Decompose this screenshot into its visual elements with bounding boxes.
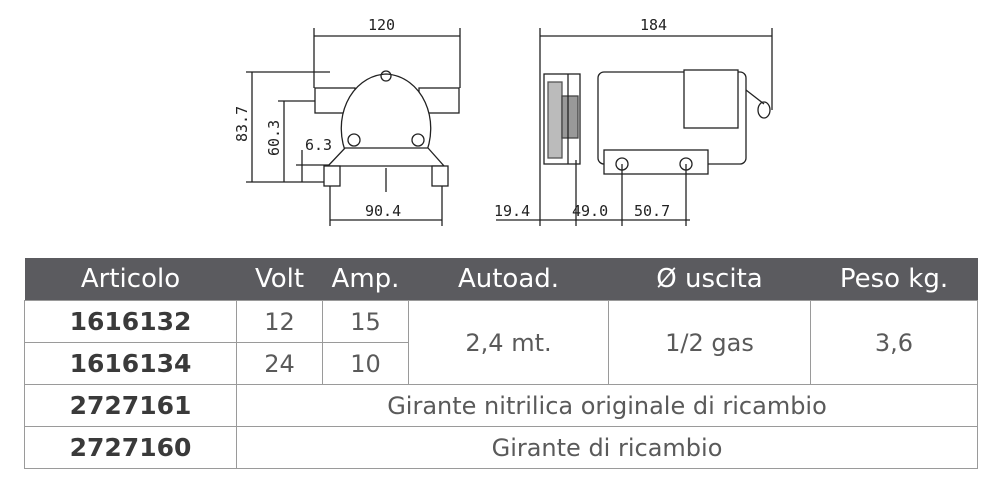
header-articolo: Articolo xyxy=(24,258,237,301)
table-row: 1616132 12 15 2,4 mt. 1/2 gas 3,6 xyxy=(24,300,978,385)
dim-mid-label: 60.3 xyxy=(265,120,283,156)
technical-drawing: 120 83.7 60.3 6.3 90.4 184 19.4 49.0 50.… xyxy=(0,0,1000,245)
article-code: 2727160 xyxy=(24,426,237,469)
peso-cell: 3,6 xyxy=(810,300,978,385)
volt-cell: 12 xyxy=(236,300,323,343)
header-peso: Peso kg. xyxy=(810,258,978,301)
front-view xyxy=(246,28,461,226)
table-row: 2727160 Girante di ricambio xyxy=(24,426,978,469)
header-amp: Amp. xyxy=(322,258,409,301)
volt-cell: 24 xyxy=(236,342,323,385)
uscita-cell: 1/2 gas xyxy=(608,300,811,385)
article-code: 1616134 xyxy=(24,342,237,385)
spec-table: Articolo Volt Amp. Autoad. Ø uscita Peso… xyxy=(24,258,978,469)
dim-c-label: 50.7 xyxy=(634,202,670,220)
amp-cell: 10 xyxy=(322,342,409,385)
header-uscita: Ø uscita xyxy=(608,258,811,301)
header-volt: Volt xyxy=(236,258,323,301)
table-row: 1616134 24 10 xyxy=(24,342,978,385)
description-cell: Girante di ricambio xyxy=(236,426,978,469)
amp-cell: 15 xyxy=(322,300,409,343)
description-cell: Girante nitrilica originale di ricambio xyxy=(236,384,978,427)
autoad-cell: 2,4 mt. xyxy=(408,300,609,385)
table-row: 2727161 Girante nitrilica originale di r… xyxy=(24,384,978,427)
dim-width-label: 120 xyxy=(368,16,395,34)
table-header-row: Articolo Volt Amp. Autoad. Ø uscita Peso… xyxy=(24,258,978,301)
side-view xyxy=(496,28,773,226)
dim-height-label: 83.7 xyxy=(233,106,251,142)
dim-length-label: 184 xyxy=(640,16,667,34)
dim-foot-label: 90.4 xyxy=(365,202,401,220)
dim-b-label: 49.0 xyxy=(572,202,608,220)
article-code: 2727161 xyxy=(24,384,237,427)
dim-a-label: 19.4 xyxy=(494,202,530,220)
article-code: 1616132 xyxy=(24,300,237,343)
header-autoad: Autoad. xyxy=(408,258,609,301)
dim-base-label: 6.3 xyxy=(305,136,332,154)
